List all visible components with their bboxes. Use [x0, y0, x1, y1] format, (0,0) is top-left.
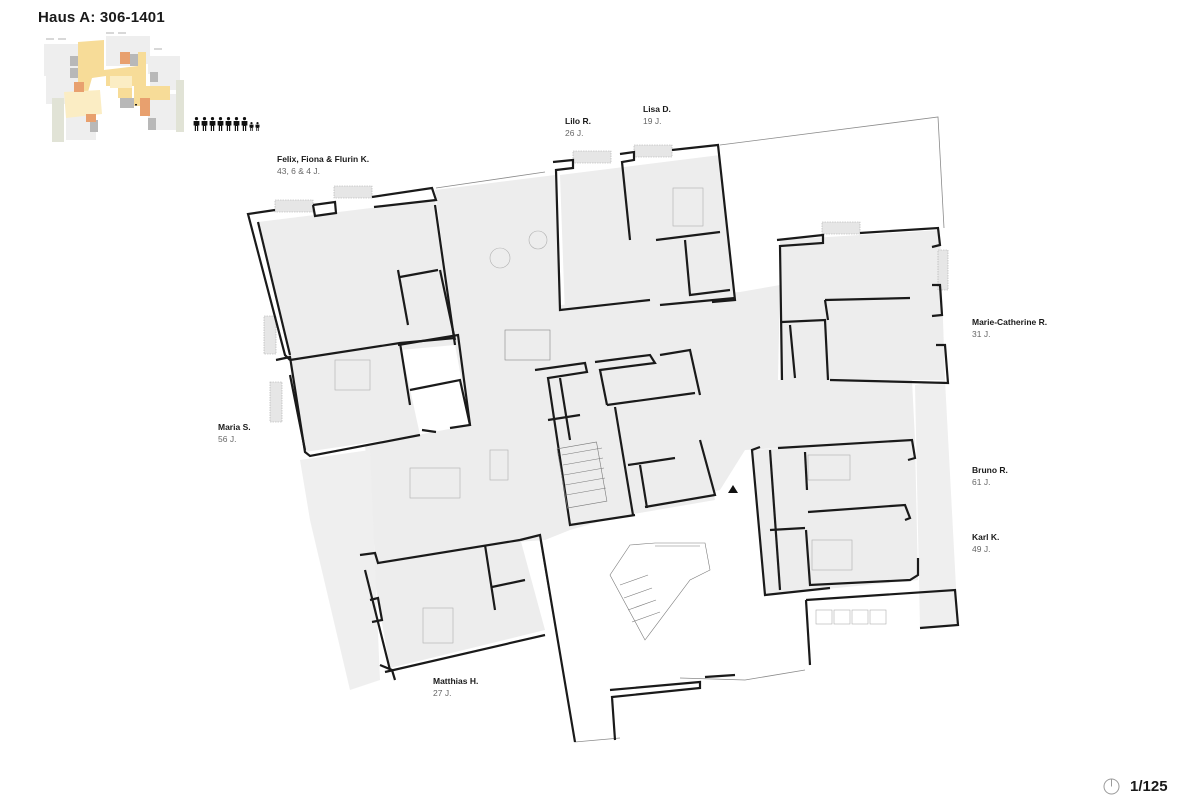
child-person-icon [249, 122, 254, 131]
terrace-west-floor [300, 450, 380, 690]
person-icon [201, 117, 208, 131]
resident-label: Lilo R. 26 J. [565, 116, 591, 138]
apartment-felix-floor [258, 200, 455, 360]
terrace-east-floor [915, 380, 958, 628]
apartment-maria-floor [290, 343, 420, 452]
resident-label: Karl K. 49 J. [972, 532, 1000, 554]
keyplan-balconies [46, 32, 162, 50]
keyplan-wet-rooms [70, 54, 158, 132]
north-arrow-icon [1103, 778, 1120, 795]
person-icon [217, 117, 224, 131]
resident-label: Marie-Catherine R. 31 J. [972, 317, 1048, 339]
apartment-matthias-floor [370, 538, 545, 668]
resident-label: Matthias H. 27 J. [433, 676, 479, 698]
entrance-triangle-icon [728, 485, 738, 493]
plan-title: Haus A: 306-1401 [38, 9, 165, 26]
keyplan-entrance-dot [135, 104, 137, 106]
person-icon [193, 117, 200, 131]
stairs [556, 441, 711, 641]
balconies [263, 144, 949, 423]
keyplan-private-rooms [44, 36, 180, 140]
walls [246, 143, 960, 743]
scale-indicator: 1/125 [1103, 778, 1168, 795]
occupancy-icons [193, 115, 260, 131]
keyplan-terraces [52, 80, 184, 142]
person-icon [225, 117, 232, 131]
person-icon [233, 117, 240, 131]
child-person-icon [255, 122, 260, 131]
furniture [334, 187, 887, 644]
apartment-lilo-floor [560, 155, 735, 315]
keyplan-kitchens [74, 52, 150, 122]
apartment-bruno-karl-floor [752, 440, 918, 595]
apartment-marie-floor [780, 230, 945, 380]
keyplan-shared-space-light [64, 76, 132, 118]
person-icon [209, 117, 216, 131]
person-icon [241, 117, 248, 131]
resident-label: Bruno R. 61 J. [972, 465, 1008, 487]
scale-value: 1/125 [1130, 778, 1168, 795]
resident-label: Felix, Fiona & Flurin K. 43, 6 & 4 J. [277, 154, 370, 176]
keyplan-diagram [44, 32, 184, 142]
resident-label: Lisa D. 19 J. [643, 104, 671, 126]
resident-label: Maria S. 56 J. [218, 422, 251, 444]
